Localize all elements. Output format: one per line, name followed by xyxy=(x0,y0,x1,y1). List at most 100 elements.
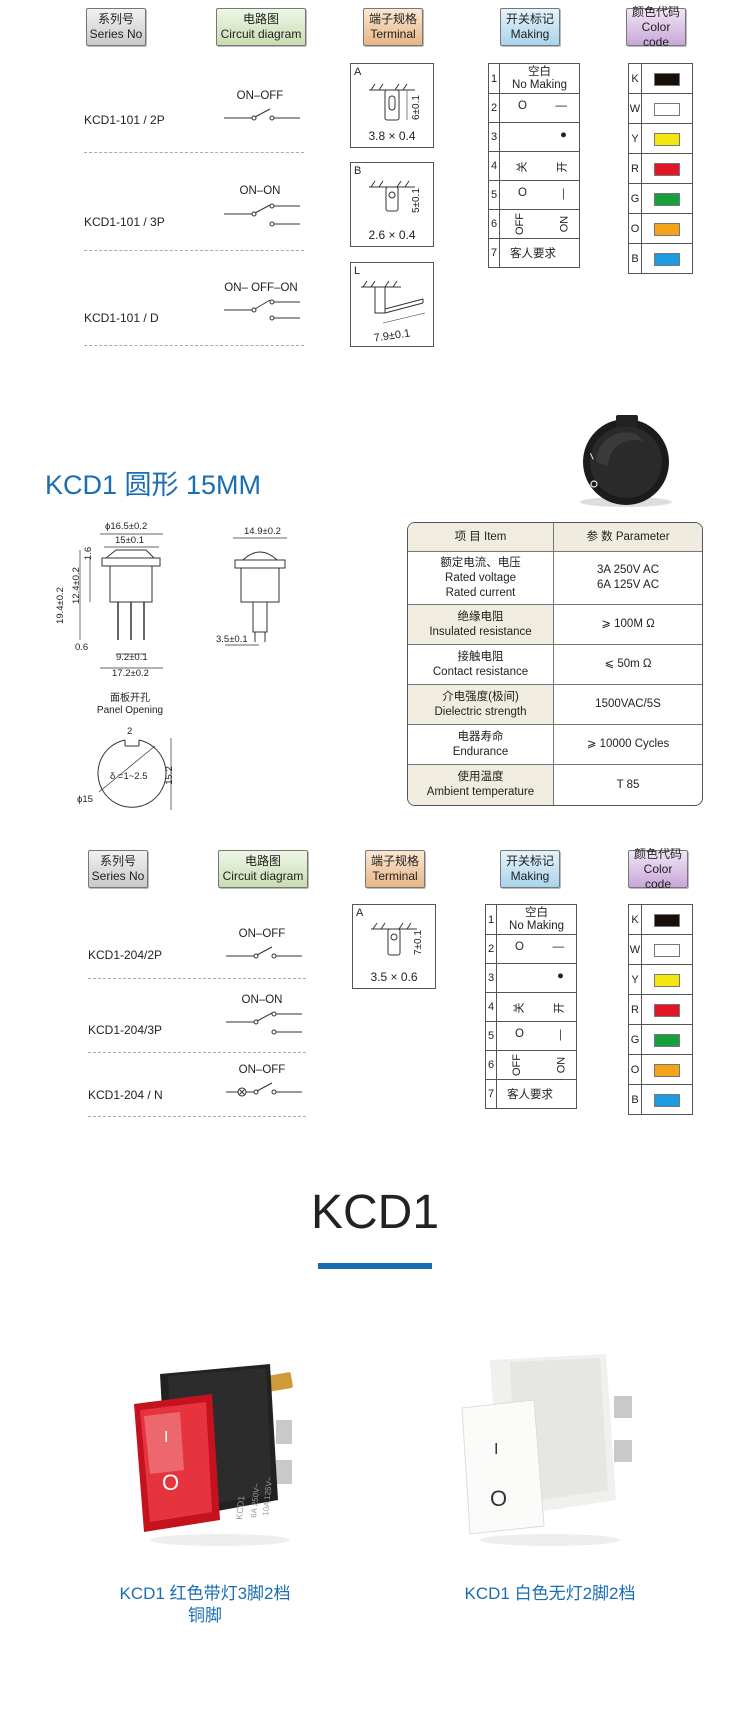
terminal-box-a: A 7±0.1 3.5 × 0.6 xyxy=(352,904,436,989)
circuit-on-off-diagram xyxy=(224,108,300,121)
param-value: 6A 125V AC xyxy=(596,579,660,591)
color-swatch-blue xyxy=(654,253,680,266)
color-swatch-green xyxy=(654,193,680,206)
param-header-parameter: 参 数 Parameter xyxy=(586,530,670,543)
param-value: ⩽ 50m Ω xyxy=(604,658,652,670)
param-name-cn: 绝缘电阻 xyxy=(457,610,504,623)
param-name-en: Rated voltage xyxy=(445,571,516,584)
row-divider xyxy=(88,978,306,979)
param-header-item: 项 目 Item xyxy=(408,523,554,551)
param-name-en: Insulated resistance xyxy=(429,625,532,638)
row-divider xyxy=(88,1116,306,1117)
rocker-label: O xyxy=(162,1470,179,1495)
dim-label: 3.5±0.1 xyxy=(216,634,248,645)
color-code-letter: R xyxy=(628,153,642,184)
color-swatch-white xyxy=(654,103,680,116)
making-number: 6 xyxy=(485,1050,497,1080)
param-name-en: Rated current xyxy=(445,586,516,599)
color-swatch-white xyxy=(654,944,680,957)
header-series-cn: 系列号 xyxy=(97,12,134,26)
dim-label: 2 xyxy=(127,726,133,737)
making-text: No Making xyxy=(509,919,564,932)
row-divider xyxy=(88,1052,306,1053)
param-name-en: Contact resistance xyxy=(432,665,529,678)
color-code-letter: B xyxy=(628,1084,642,1115)
panel-opening-cn: 面板开孔 xyxy=(110,693,150,704)
header-terminal-en: Terminal xyxy=(370,27,416,41)
making-symbol: O xyxy=(515,1028,524,1040)
making-text: 空白 xyxy=(525,906,548,919)
color-code-table: K W Y R G O B xyxy=(628,63,693,274)
color-swatch-yellow xyxy=(654,133,680,146)
param-value: ⩾ 10000 Cycles xyxy=(586,738,670,750)
terminal-side-dim: 7±0.1 xyxy=(413,930,424,955)
terminal-a-drawing xyxy=(371,922,417,956)
making-symbol: — xyxy=(552,941,565,953)
making-symbol: ON xyxy=(554,1056,567,1074)
switch-body-text: 6A 250V~ xyxy=(249,1482,262,1518)
product-title: KCD1 xyxy=(310,1186,440,1239)
model-label: KCD1-204/3P xyxy=(88,1023,163,1037)
rocker-label: O xyxy=(490,1486,507,1511)
circuit-label: ON– OFF–ON xyxy=(224,282,298,294)
making-symbol: — xyxy=(555,100,568,112)
making-text: 客人要求 xyxy=(507,1089,553,1101)
param-value: 3A 250V AC xyxy=(596,564,660,576)
product-caption-line: 铜脚 xyxy=(188,1606,222,1625)
param-name-en: Ambient temperature xyxy=(426,786,535,798)
product-red-switch-photo: I O KCD1 6A 250V~ 10A 125V~ xyxy=(134,1364,293,1546)
dim-label: ϕ15 xyxy=(77,794,93,805)
dim-label: δ =1~2.5 xyxy=(110,771,148,782)
making-symbol: OFF xyxy=(511,1054,523,1076)
color-code-letter: Y xyxy=(628,964,642,995)
color-code-letter: K xyxy=(628,904,642,935)
color-swatch-blue xyxy=(654,1094,680,1107)
switch-body-text: 10A 125V~ xyxy=(261,1476,274,1516)
product-white-switch-photo: I O xyxy=(461,1354,632,1546)
header-terminal: 端子规格 Terminal xyxy=(365,850,425,888)
making-symbol: O xyxy=(515,941,524,953)
header-terminal-en: Terminal xyxy=(372,869,418,883)
header-circuit: 电路图 Circuit diagram xyxy=(216,8,306,46)
dim-label: 15.2 xyxy=(163,766,175,785)
color-swatch-black xyxy=(654,73,680,86)
making-symbol: — xyxy=(557,188,570,200)
header-circuit-en: Circuit diagram xyxy=(222,869,304,883)
model-label: KCD1-101 / D xyxy=(84,311,159,325)
switch-body-text: KCD1 xyxy=(234,1495,246,1520)
header-color: 颜色代码 Color code xyxy=(628,847,688,891)
circuit-label: ON–ON xyxy=(241,994,283,1006)
product-caption: KCD1 红色带灯3脚2档 铜脚 xyxy=(95,1583,315,1627)
product-caption-line: KCD1 红色带灯3脚2档 xyxy=(119,1584,291,1603)
model-label: KCD1-101 / 3P xyxy=(84,215,165,229)
color-swatch-red xyxy=(654,163,680,176)
color-swatch-green xyxy=(654,1034,680,1047)
product-caption: KCD1 白色无灯2脚2档 xyxy=(440,1583,660,1605)
color-code-letter: W xyxy=(628,934,642,965)
header-color: 颜色代码 Color code xyxy=(626,5,686,49)
header-terminal: 端子规格 Terminal xyxy=(363,8,423,46)
param-name-cn: 介电强度(极间) xyxy=(442,690,519,703)
dim-label: 12.4±0.2 xyxy=(70,567,82,604)
rocker-label: I xyxy=(164,1429,168,1446)
circuit-lamp-diagram xyxy=(226,1082,302,1097)
header-making-en: Making xyxy=(510,27,550,41)
title-underline xyxy=(318,1263,432,1269)
header-terminal-cn: 端子规格 xyxy=(368,12,417,26)
header-terminal-cn: 端子规格 xyxy=(370,854,419,868)
param-name-cn: 使用温度 xyxy=(457,771,504,783)
header-making-en: Making xyxy=(510,869,550,883)
round-switch-photo: I xyxy=(580,415,672,507)
param-value: ⩾ 100M Ω xyxy=(601,618,655,630)
panel-opening-en: Panel Opening xyxy=(96,705,164,716)
terminal-l-drawing xyxy=(361,280,426,324)
making-symbol: O xyxy=(518,100,527,112)
making-number: 2 xyxy=(485,934,497,964)
making-number: 5 xyxy=(488,180,500,210)
row-divider xyxy=(84,152,304,153)
making-symbol: — xyxy=(554,1029,567,1041)
header-circuit: 电路图 Circuit diagram xyxy=(218,850,308,888)
header-series: 系列号 Series No xyxy=(86,8,146,46)
